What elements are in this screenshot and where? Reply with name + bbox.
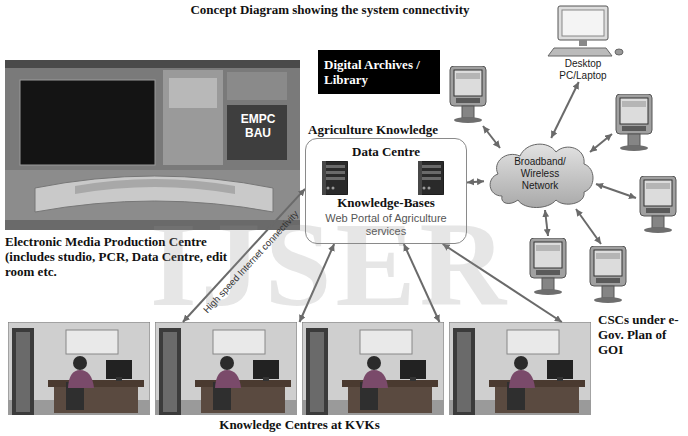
spacer bbox=[8, 322, 9, 417]
studio-photo bbox=[35, 176, 273, 212]
kiosk-icon bbox=[590, 246, 626, 303]
desktop-icon bbox=[562, 10, 604, 36]
kiosk-link bbox=[545, 210, 548, 236]
studio-photo bbox=[5, 60, 300, 68]
studio-photo bbox=[5, 60, 300, 230]
desktop-icon bbox=[548, 48, 612, 56]
studio-photo bbox=[20, 80, 155, 165]
connector-arrow bbox=[443, 244, 562, 322]
node-text: Knowledge-Bases bbox=[337, 195, 435, 210]
studio-photo bbox=[227, 72, 287, 100]
studio-photo bbox=[75, 179, 235, 194]
connector-arrow bbox=[551, 82, 579, 138]
connector-arrow bbox=[404, 244, 440, 322]
node-note: Web Portal of Agriculture services bbox=[325, 212, 447, 238]
node-text: Data Centre bbox=[352, 144, 420, 159]
spacer bbox=[5, 60, 6, 232]
group-caption: Knowledge Centres at KVKs bbox=[8, 417, 591, 432]
connector-arrow bbox=[467, 181, 484, 182]
node-heading: Agriculture Knowledge bbox=[308, 122, 438, 137]
studio-photo bbox=[227, 105, 287, 160]
node-caption: Electronic Media Production Centre (incl… bbox=[5, 234, 237, 279]
studio-photo bbox=[169, 78, 217, 108]
studio-photo bbox=[5, 60, 300, 170]
diagram-title: Concept Diagram showing the system conne… bbox=[0, 2, 660, 18]
photo-label: EMPC BAU bbox=[233, 112, 283, 140]
kiosk-icon bbox=[450, 66, 486, 123]
kiosk-link bbox=[483, 126, 500, 148]
kiosk-link bbox=[576, 209, 601, 244]
cloud-outline bbox=[490, 144, 593, 207]
desktop-icon bbox=[579, 40, 587, 46]
studio-photo bbox=[5, 60, 300, 230]
spacer bbox=[386, 159, 387, 195]
desktop-node: Desktop PC/Laptop bbox=[540, 2, 626, 82]
data-centre-box: Agriculture KnowledgeData CentreKnowledg… bbox=[305, 138, 467, 244]
spacer bbox=[540, 2, 541, 58]
kiosk-icon bbox=[616, 94, 652, 151]
kiosk-link bbox=[483, 126, 636, 244]
callout-text: CSCs under e-Gov. Plan of GOI bbox=[598, 312, 684, 357]
kvk-photo bbox=[449, 322, 591, 415]
studio-photo bbox=[5, 220, 300, 230]
studio-photo bbox=[163, 70, 223, 165]
server-icon bbox=[418, 161, 444, 195]
node-text: Digital Archives / Library bbox=[324, 57, 434, 87]
node-text: Desktop PC/Laptop bbox=[548, 58, 618, 82]
node-text: Broadband/ Wireless Network bbox=[509, 156, 571, 192]
connector-arrow bbox=[300, 244, 335, 322]
kiosk-link bbox=[596, 184, 636, 198]
kiosk-icon bbox=[640, 176, 676, 233]
kiosk-link bbox=[590, 134, 612, 152]
archive-box: Digital Archives / Library bbox=[318, 50, 440, 94]
desktop-icon bbox=[615, 49, 623, 55]
kvk-photo bbox=[8, 322, 150, 415]
kiosk-icon bbox=[530, 238, 566, 295]
server-icon bbox=[322, 161, 348, 195]
kvk-photo bbox=[302, 322, 444, 415]
desktop-icon bbox=[548, 6, 623, 56]
kvk-group: Knowledge Centres at KVKs bbox=[8, 322, 591, 432]
desktop-icon bbox=[558, 6, 608, 40]
kvk-photo bbox=[155, 322, 297, 415]
studio-photo bbox=[5, 170, 300, 230]
network-cloud: Broadband/ Wireless Network bbox=[484, 138, 596, 210]
